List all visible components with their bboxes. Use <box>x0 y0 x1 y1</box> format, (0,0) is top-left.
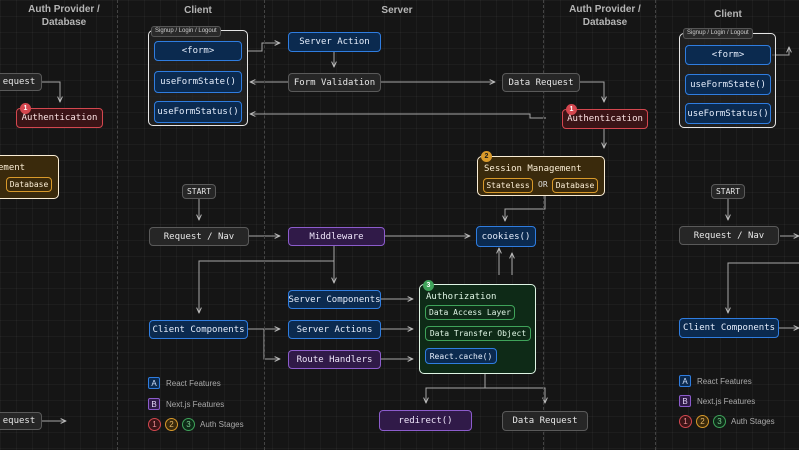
server-actions-node: Server Actions <box>288 320 381 339</box>
col-header-client-left: Client <box>184 5 212 16</box>
client-form-group-tag: Signup / Login / Logout <box>151 26 221 37</box>
cookies-node: cookies() <box>476 226 536 247</box>
right-legend-next-square: B <box>679 395 691 407</box>
legend-react-label: React Features <box>166 379 221 388</box>
stage-1-badge-left: 1 <box>20 103 31 114</box>
client-components-node: Client Components <box>149 320 248 339</box>
form-validation-node: Form Validation <box>288 73 381 92</box>
right-form-node: <form> <box>685 45 771 65</box>
request-nav-node: Request / Nav <box>149 227 249 246</box>
legend-stage-3: 3 <box>182 418 195 431</box>
start-node: START <box>182 184 216 199</box>
use-form-status-node: useFormStatus() <box>154 101 242 123</box>
middleware-node: Middleware <box>288 227 385 246</box>
wire-session-to-cookies <box>505 196 546 221</box>
legend-stage-2: 2 <box>165 418 178 431</box>
lane-divider-3 <box>543 0 544 450</box>
lane-divider-2 <box>264 0 265 450</box>
or-label: OR <box>538 180 548 189</box>
authentication-node: Authentication <box>562 109 648 129</box>
right-legend-auth-label: Auth Stages <box>731 417 775 426</box>
left-session-title: ement <box>0 163 26 173</box>
data-request-node-top: Data Request <box>502 73 580 92</box>
legend-next-label: Next.js Features <box>166 400 225 409</box>
right-legend-react-square: A <box>679 375 691 387</box>
database-node: Database <box>552 178 598 193</box>
form-node: <form> <box>154 41 242 61</box>
data-access-layer-node: Data Access Layer <box>425 305 515 320</box>
server-components-node: Server Components <box>288 290 381 309</box>
left-authentication-node: Authentication <box>16 108 103 128</box>
route-handlers-node: Route Handlers <box>288 350 381 369</box>
wire-authz-to-data-request <box>484 374 545 403</box>
col-header-auth-provider-left: Auth Provider / Database <box>28 4 100 28</box>
data-request-node-bottom: Data Request <box>502 411 588 431</box>
wire-right-form-out <box>772 47 789 56</box>
stage-1-badge: 1 <box>566 104 577 115</box>
use-form-state-node: useFormState() <box>154 71 242 93</box>
right-legend-next-label: Next.js Features <box>697 397 756 406</box>
react-cache-node: React.cache() <box>425 348 497 364</box>
data-transfer-object-node: Data Transfer Object <box>425 326 531 341</box>
right-legend-react-label: React Features <box>697 377 752 386</box>
server-action-node: Server Action <box>288 32 381 52</box>
left-database-node: Database <box>6 177 52 192</box>
authorization-title: Authorization <box>426 292 497 302</box>
right-use-form-state-node: useFormState() <box>685 74 771 95</box>
lane-divider-4 <box>655 0 656 450</box>
lane-divider-1 <box>117 0 118 450</box>
wire-right-loop <box>728 262 799 313</box>
wire-form-to-server-action <box>248 43 280 52</box>
stage-3-badge: 3 <box>423 280 434 291</box>
col-header-client-right: Client <box>714 9 742 20</box>
wire-left-request-to-auth <box>42 81 60 102</box>
wire-auth-to-form-status <box>250 114 546 119</box>
wire-middleware-to-client-components <box>199 245 335 313</box>
left-request-node: equest <box>0 73 42 91</box>
col-header-auth-provider-right: Auth Provider / Database <box>569 4 641 28</box>
legend-auth-label: Auth Stages <box>200 420 244 429</box>
legend-next-square: B <box>148 398 160 410</box>
right-use-form-status-node: useFormStatus() <box>685 103 771 124</box>
session-management-title: Session Management <box>484 164 582 174</box>
col-header-server: Server <box>381 5 413 16</box>
right-start-node: START <box>711 184 745 199</box>
left-bottom-request-node: equest <box>0 412 42 430</box>
right-legend-stage-1: 1 <box>679 415 692 428</box>
wire-data-request-to-auth <box>580 81 604 102</box>
right-client-form-group-tag: Signup / Login / Logout <box>683 28 753 39</box>
right-request-nav-node: Request / Nav <box>679 226 779 245</box>
stateless-node: Stateless <box>483 178 533 193</box>
right-client-components-node: Client Components <box>679 318 779 338</box>
right-legend-stage-3: 3 <box>713 415 726 428</box>
wire-authz-to-redirect <box>426 374 486 403</box>
legend-react-square: A <box>148 377 160 389</box>
redirect-node: redirect() <box>379 410 472 431</box>
right-legend-stage-2: 2 <box>696 415 709 428</box>
legend-stage-1: 1 <box>148 418 161 431</box>
stage-2-badge: 2 <box>481 151 492 162</box>
